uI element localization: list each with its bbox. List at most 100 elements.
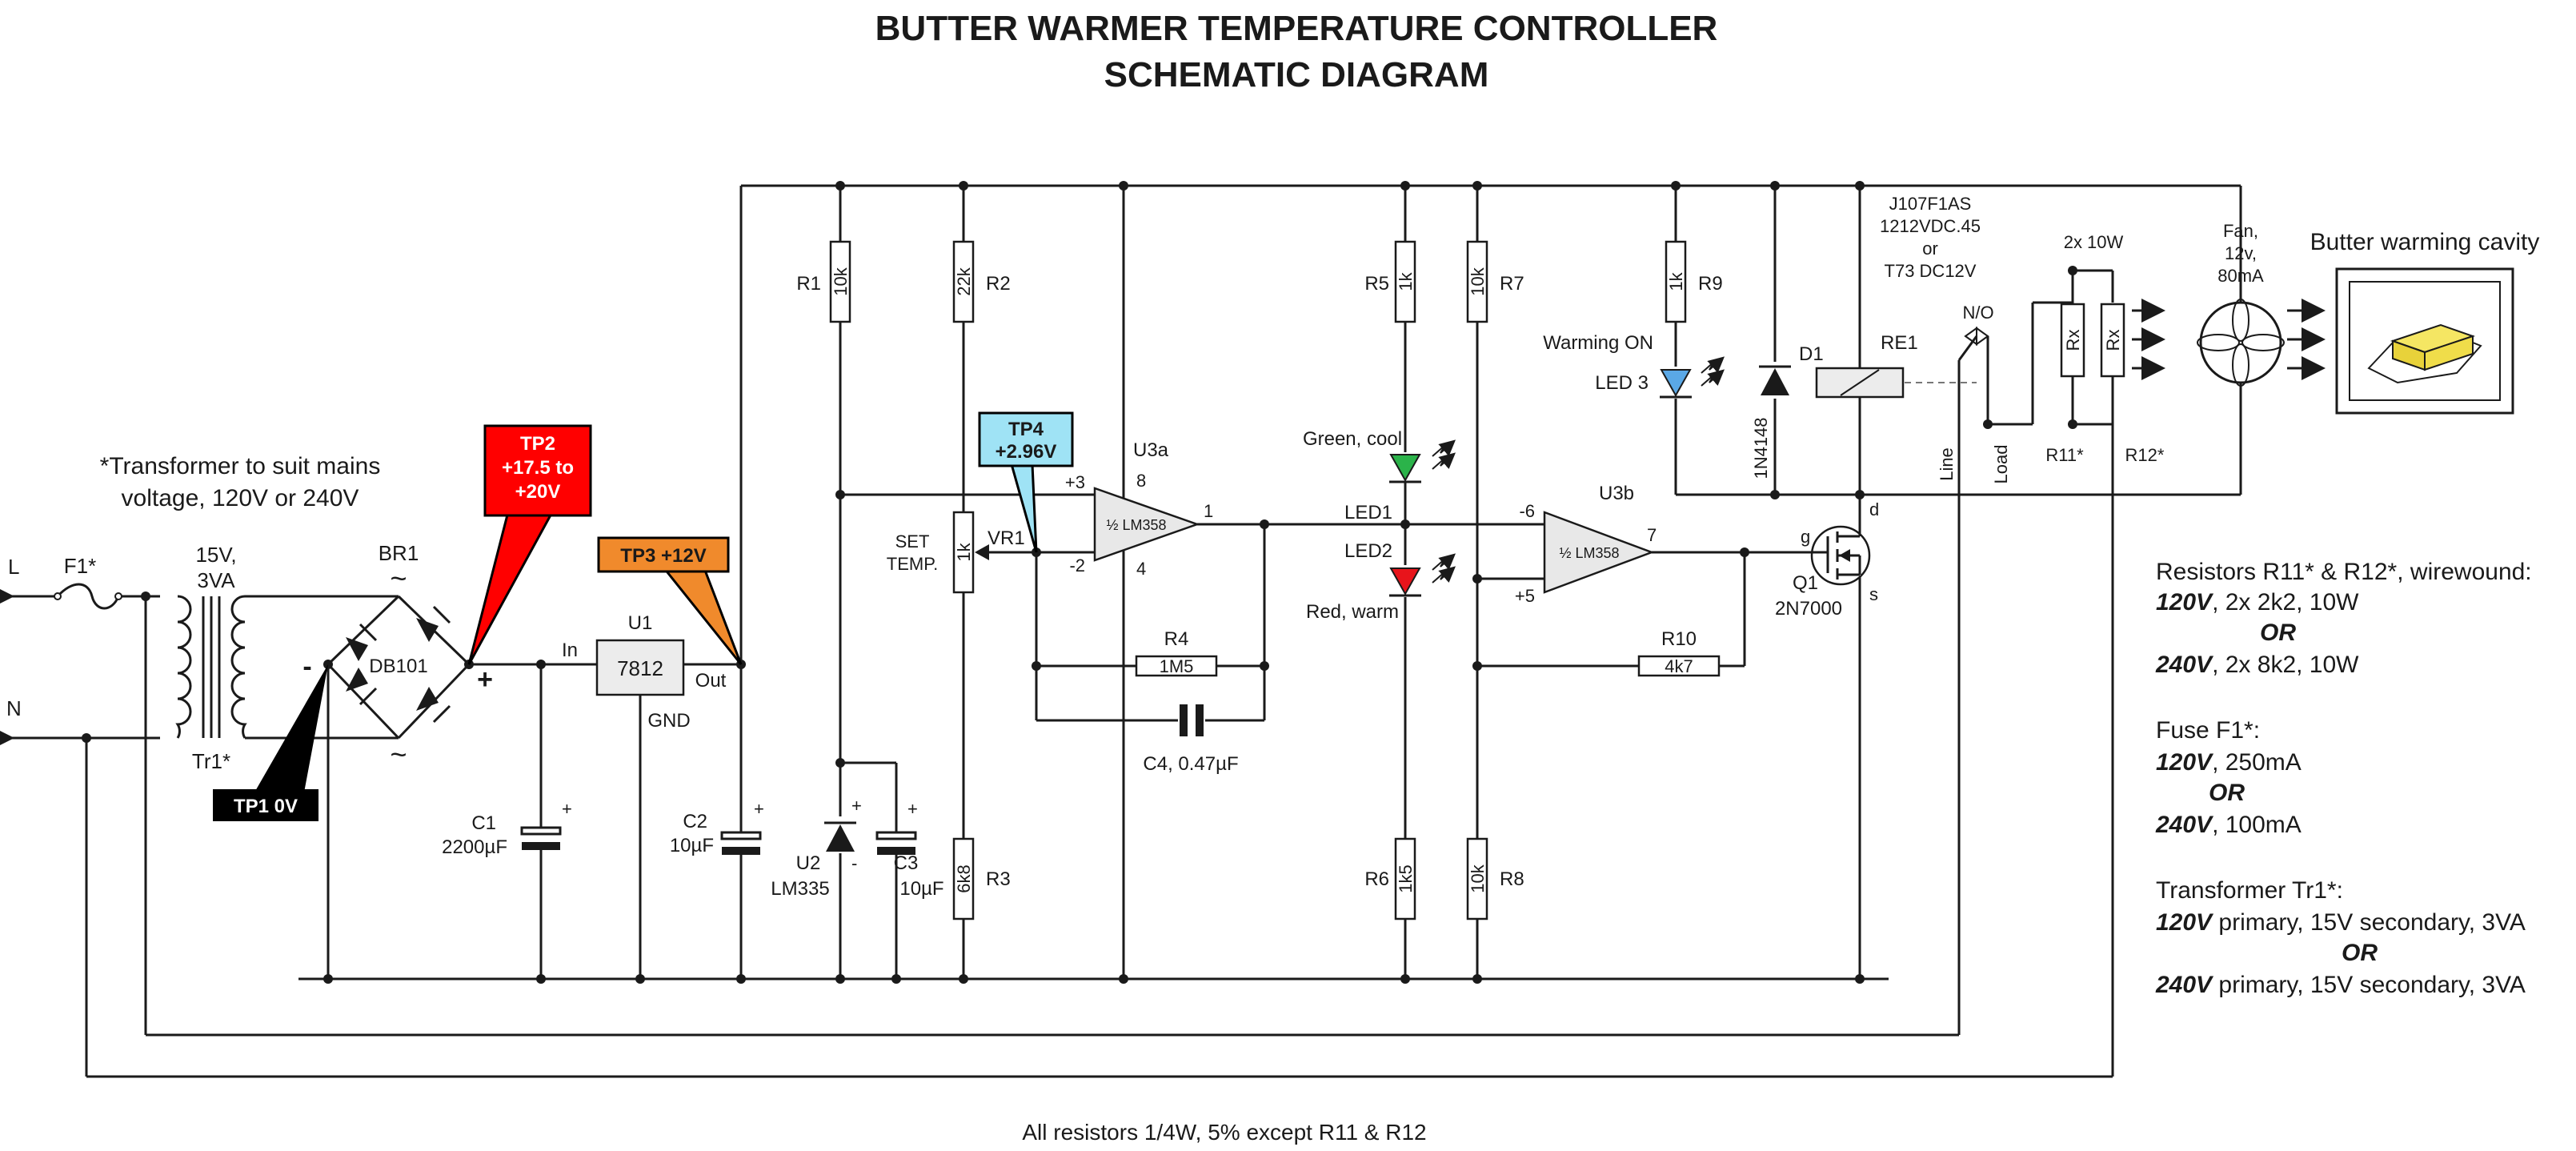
notes-transformer-opt1-volt: 120V bbox=[2156, 909, 2214, 936]
notes-fuse-opt2-text: , 100mA bbox=[2212, 812, 2302, 838]
relay-part-1: J107F1AS bbox=[1889, 194, 1972, 214]
r9-value: 1k bbox=[1666, 271, 1686, 291]
potentiometer-vr1: 1k VR1 SET TEMP. bbox=[887, 511, 1025, 594]
u2-ref: U2 bbox=[796, 852, 821, 874]
r1-ref: R1 bbox=[796, 273, 821, 295]
sensor-u2: + - U2 LM335 bbox=[771, 796, 862, 900]
u3a-pin-vcc: 8 bbox=[1136, 471, 1146, 491]
notes-resistors-opt2-text: , 2x 8k2, 10W bbox=[2212, 652, 2359, 678]
r7-value: 10k bbox=[1468, 267, 1488, 295]
vr1-label-1: SET bbox=[895, 531, 930, 551]
notes-fuse-opt1-volt: 120V bbox=[2156, 749, 2214, 776]
u1-gnd: GND bbox=[647, 710, 690, 732]
label-neutral: N bbox=[6, 696, 22, 720]
c4-label: C4, 0.47µF bbox=[1143, 753, 1238, 775]
c3-value: 10µF bbox=[899, 878, 943, 900]
r3-value: 6k8 bbox=[954, 864, 974, 892]
notes-transformer-heading: Transformer Tr1*: bbox=[2156, 877, 2343, 904]
notes-transformer-or: OR bbox=[2342, 940, 2378, 966]
r11-ref: R11* bbox=[2045, 445, 2084, 465]
tp4-line-1: TP4 bbox=[1008, 419, 1044, 440]
notes-transformer-opt2: 240V primary, 15V secondary, 3VA bbox=[2155, 972, 2526, 998]
title-line-1: BUTTER WARMER TEMPERATURE CONTROLLER bbox=[875, 9, 1718, 48]
r12-ref: R12* bbox=[2125, 445, 2165, 465]
bridge-plus: + bbox=[477, 664, 493, 695]
r8-value: 10k bbox=[1468, 864, 1488, 892]
bridge-part: DB101 bbox=[369, 656, 427, 677]
q1-gate: g bbox=[1801, 527, 1810, 547]
r6-value: 1k5 bbox=[1396, 864, 1416, 892]
relay-ref: RE1 bbox=[1881, 332, 1918, 354]
resistor-r9: 1k R9 bbox=[1665, 240, 1723, 323]
resistor-r8: 10k R8 bbox=[1466, 837, 1524, 920]
transformer-rating-1: 15V, bbox=[195, 543, 236, 567]
c1-plus: + bbox=[562, 799, 572, 819]
q1-drain: d bbox=[1869, 499, 1879, 519]
c3-plus: + bbox=[907, 799, 918, 819]
u3b-ref: U3b bbox=[1599, 483, 1634, 504]
resistor-r7: 10k R7 bbox=[1466, 240, 1524, 323]
u3a-pin-minus: -2 bbox=[1069, 555, 1085, 576]
d1-ref: D1 bbox=[1799, 343, 1824, 365]
relay-part-3: T73 DC12V bbox=[1885, 261, 1977, 281]
u3b-pin-plus: +5 bbox=[1515, 586, 1535, 606]
r4-ref: R4 bbox=[1164, 628, 1189, 650]
mains-input: L N F1* bbox=[0, 554, 122, 750]
resistor-r4: 1M5 R4 bbox=[1135, 628, 1218, 677]
led2-ref: LED2 bbox=[1344, 540, 1392, 562]
notes-resistors-opt2-volt: 240V bbox=[2155, 652, 2214, 678]
r10-ref: R10 bbox=[1661, 628, 1697, 650]
u3a-pin-gnd: 4 bbox=[1136, 559, 1146, 579]
transformer-rating-2: 3VA bbox=[197, 568, 235, 592]
r3-ref: R3 bbox=[986, 868, 1011, 890]
relay-part-2: 1212VDC.45 bbox=[1880, 216, 1981, 236]
transformer-note-line-2: voltage, 120V or 240V bbox=[122, 485, 359, 511]
led3-label: Warming ON bbox=[1543, 332, 1653, 354]
resistor-r5: 1k R5 bbox=[1364, 240, 1416, 323]
u3a-part: ½ LM358 bbox=[1106, 517, 1166, 533]
r11-value: Rx bbox=[2063, 330, 2083, 351]
fuse-label: F1* bbox=[64, 554, 96, 578]
notes-resistors-opt2: 240V, 2x 8k2, 10W bbox=[2155, 652, 2359, 678]
wires bbox=[32, 184, 2242, 1078]
c2-value: 10µF bbox=[670, 835, 714, 856]
notes-fuse-opt1: 120V, 250mA bbox=[2156, 749, 2302, 776]
butter-icon bbox=[2367, 323, 2482, 384]
led2-red: LED2 Red, warm bbox=[1306, 540, 1456, 623]
c3-ref: C3 bbox=[894, 852, 919, 874]
transformer-note-line-1: *Transformer to suit mains bbox=[100, 453, 381, 479]
fan-airflow-arrows bbox=[2287, 299, 2326, 380]
c2-ref: C2 bbox=[683, 811, 707, 832]
capacitor-c4: C4, 0.47µF bbox=[1143, 703, 1239, 775]
capacitor-c1: + C1 2200µF bbox=[442, 799, 572, 858]
u1-ref: U1 bbox=[628, 612, 653, 634]
u3a-pin-out: 1 bbox=[1204, 501, 1213, 521]
tp2-line-2: +17.5 to bbox=[502, 457, 574, 479]
u1-out: Out bbox=[695, 670, 727, 692]
opamp-u3b: ½ LM358 U3b -6 +5 7 bbox=[1515, 483, 1657, 606]
label-live: L bbox=[8, 555, 19, 579]
notes-resistors-heading: Resistors R11* & R12*, wirewound: bbox=[2156, 559, 2532, 585]
bridge-ac-top: ~ bbox=[390, 562, 407, 595]
bridge-br1: BR1 DB101 ~ ~ + - bbox=[302, 541, 493, 771]
tp1-callout: TP1 0V bbox=[213, 664, 328, 821]
footer-note: All resistors 1/4W, 5% except R11 & R12 bbox=[1022, 1120, 1426, 1145]
notes-transformer-opt2-text: primary, 15V secondary, 3VA bbox=[2212, 972, 2526, 998]
vr1-ref: VR1 bbox=[988, 527, 1025, 549]
led3-blue: Warming ON LED 3 bbox=[1543, 332, 1725, 399]
notes-fuse-or: OR bbox=[2209, 780, 2245, 806]
tp4-line-2: +2.96V bbox=[996, 441, 1057, 463]
rx-note: 2x 10W bbox=[2064, 232, 2124, 252]
transformer-tr1: 15V, 3VA Tr1* bbox=[160, 543, 272, 773]
heat-arrows bbox=[2132, 299, 2165, 380]
u3a-pin-plus: +3 bbox=[1065, 472, 1085, 492]
led1-ref: LED1 bbox=[1344, 502, 1392, 523]
mosfet-q1: g d s Q1 2N7000 bbox=[1775, 495, 1879, 620]
relay-contact: N/O bbox=[1962, 303, 1993, 323]
notes-resistors-or: OR bbox=[2260, 620, 2296, 646]
u2-plus: + bbox=[851, 796, 862, 816]
r10-value: 4k7 bbox=[1665, 656, 1693, 676]
q1-part: 2N7000 bbox=[1775, 598, 1842, 620]
r2-value: 22k bbox=[954, 267, 974, 295]
